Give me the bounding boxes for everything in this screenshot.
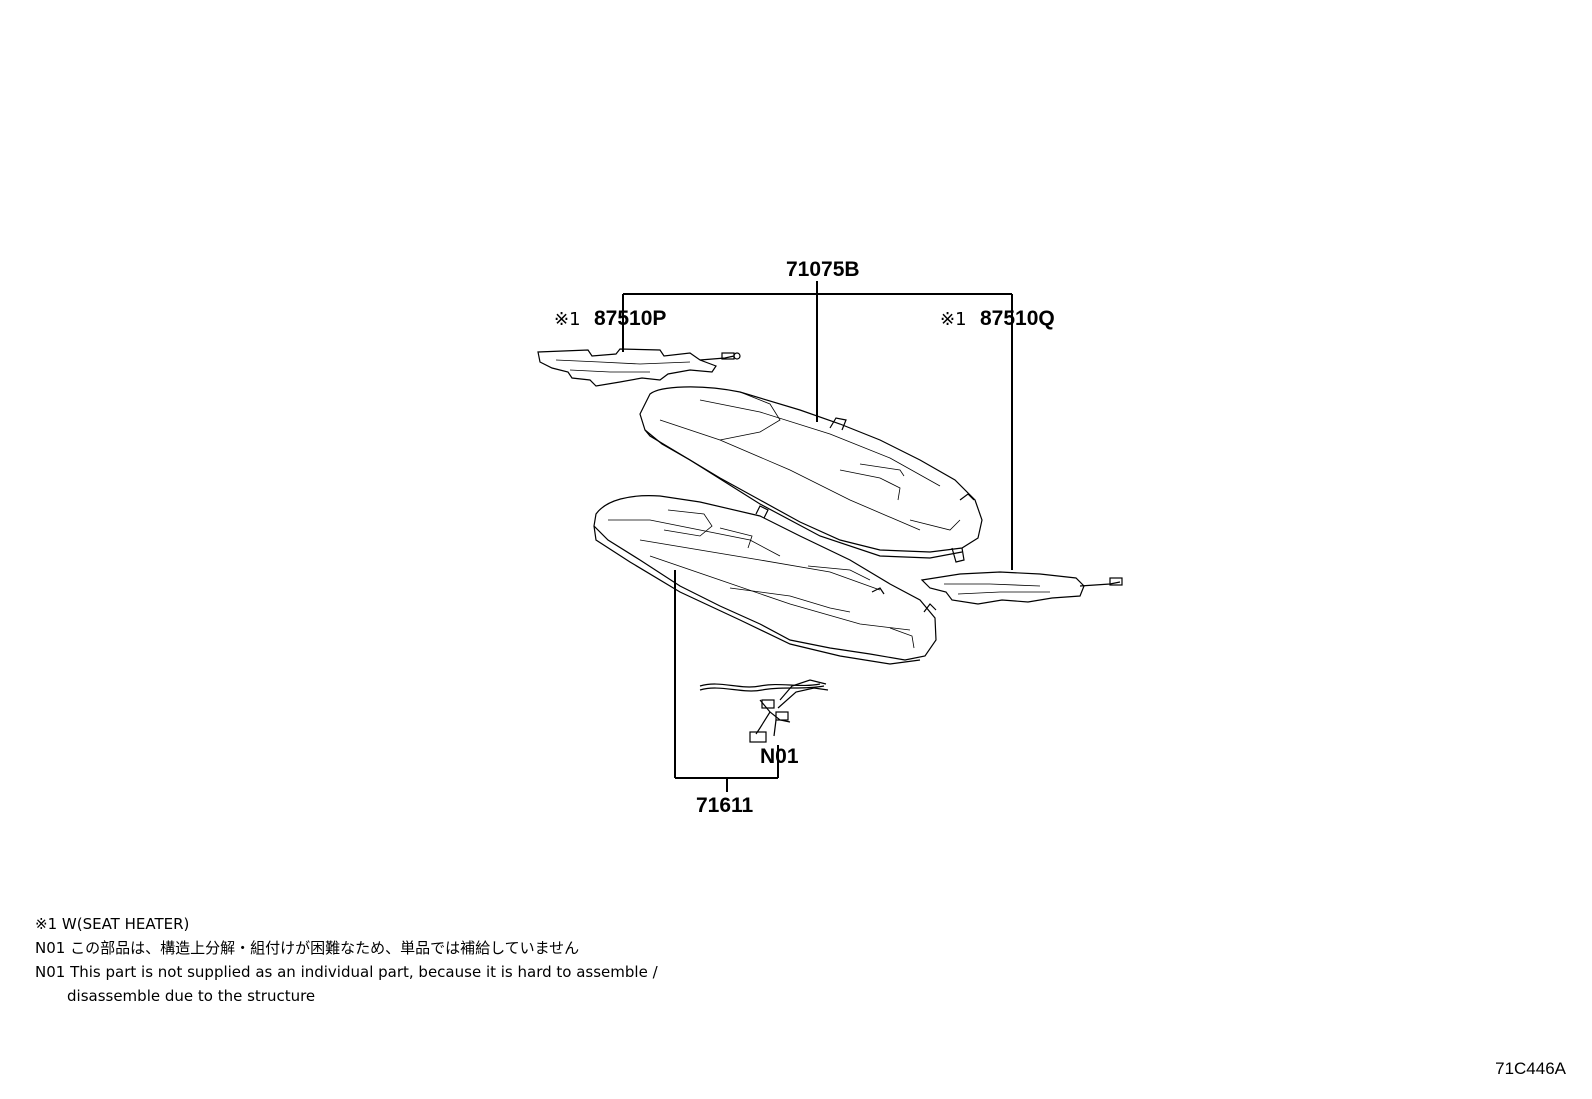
label-n01: N01 [760, 745, 799, 768]
note-n01-english-line2: disassemble due to the structure [67, 987, 316, 1005]
seat-heater-left-shape [537, 348, 741, 387]
note-mark-left: ※1 [554, 309, 581, 330]
note-n01-japanese: N01 この部品は、構造上分解・組付けが困難なため、単品では補給していません [35, 939, 580, 957]
note-n01-english-line1: N01 This part is not supplied as an indi… [35, 963, 658, 981]
seat-heater-right-shape [920, 571, 1123, 605]
label-87510q: 87510Q [980, 307, 1055, 330]
label-87510p: 87510P [594, 307, 666, 330]
label-71611: 71611 [696, 794, 754, 817]
seat-cushion-shape [593, 495, 937, 665]
wire-harness-shape [699, 679, 829, 743]
seatback-assembly-shape [639, 386, 983, 563]
note-mark-right: ※1 [940, 309, 967, 330]
label-71075b: 71075B [786, 258, 860, 281]
note-seat-heater: ※1 W(SEAT HEATER) [35, 915, 190, 933]
footnotes: ※1 W(SEAT HEATER) N01 この部品は、構造上分解・組付けが困難… [35, 912, 658, 1008]
leader-lines [622, 281, 1013, 792]
diagram-code: 71C446A [1495, 1059, 1566, 1078]
